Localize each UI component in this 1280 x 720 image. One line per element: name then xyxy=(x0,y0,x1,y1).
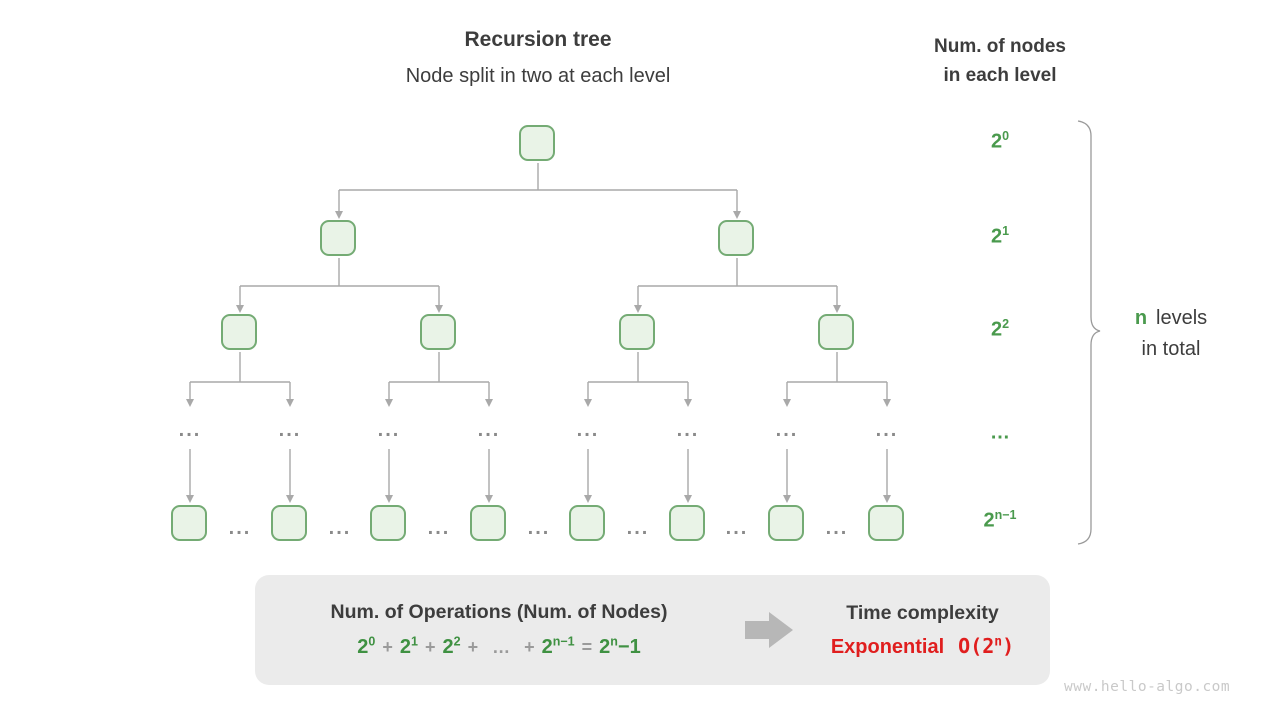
ellipsis: ... xyxy=(178,419,202,441)
n-symbol: n xyxy=(1134,307,1148,329)
ellipsis: ... xyxy=(427,517,451,539)
ellipsis: ... xyxy=(875,419,899,441)
arrowheads xyxy=(186,211,891,503)
operations-summary: Num. of Operations (Num. of Nodes) 20+21… xyxy=(255,601,743,659)
ellipsis: ... xyxy=(576,419,600,441)
right-header-line1: Num. of nodes xyxy=(934,36,1066,57)
tree-node xyxy=(370,505,406,541)
ellipsis: ... xyxy=(825,517,849,539)
tree-node xyxy=(569,505,605,541)
level-count-label: … xyxy=(990,421,1010,444)
diagram-title: Recursion tree xyxy=(464,28,612,51)
big-o-notation: O(2n) xyxy=(958,633,1015,658)
tree-connector-lines xyxy=(189,163,888,496)
ellipsis: ... xyxy=(477,419,501,441)
ellipsis: ... xyxy=(527,517,551,539)
ellipsis: ... xyxy=(725,517,749,539)
complexity-word: Exponential xyxy=(830,635,945,658)
level-count-label: 20 xyxy=(990,129,1010,153)
tree-node-root xyxy=(519,125,555,161)
tree-node xyxy=(171,505,207,541)
tree-node xyxy=(470,505,506,541)
right-header-line2: in each level xyxy=(943,65,1057,86)
ellipsis: ... xyxy=(626,517,650,539)
tree-node xyxy=(718,220,754,256)
tree-node xyxy=(221,314,257,350)
diagram-subtitle: Node split in two at each level xyxy=(405,65,671,87)
watermark: www.hello-algo.com xyxy=(1064,679,1231,695)
tree-node xyxy=(818,314,854,350)
operations-formula: 20+21+22+…+2n−1=2n−1 xyxy=(357,634,641,658)
operations-title: Num. of Operations (Num. of Nodes) xyxy=(330,601,668,624)
tree-node xyxy=(271,505,307,541)
implies-arrow-icon xyxy=(745,612,793,648)
tree-node xyxy=(420,314,456,350)
ellipsis: ... xyxy=(377,419,401,441)
ellipsis: ... xyxy=(278,419,302,441)
ellipsis: ... xyxy=(775,419,799,441)
tree-node xyxy=(320,220,356,256)
tree-node xyxy=(669,505,705,541)
ellipsis: ... xyxy=(328,517,352,539)
level-count-label: 21 xyxy=(990,224,1010,248)
complexity-title: Time complexity xyxy=(846,601,999,624)
complexity-value: Exponential O(2n) xyxy=(795,634,1050,659)
level-count-label: 2n−1 xyxy=(983,508,1017,532)
complexity-summary: Time complexity Exponential O(2n) xyxy=(795,602,1050,659)
summary-box: Num. of Operations (Num. of Nodes) 20+21… xyxy=(255,575,1050,685)
ellipsis: ... xyxy=(228,517,252,539)
tree-node xyxy=(868,505,904,541)
right-column-header: Num. of nodes in each level xyxy=(934,32,1066,90)
tree-node xyxy=(768,505,804,541)
tree-node xyxy=(619,314,655,350)
levels-brace xyxy=(1077,120,1101,545)
ellipsis: ... xyxy=(676,419,700,441)
level-count-label: 22 xyxy=(990,317,1010,341)
